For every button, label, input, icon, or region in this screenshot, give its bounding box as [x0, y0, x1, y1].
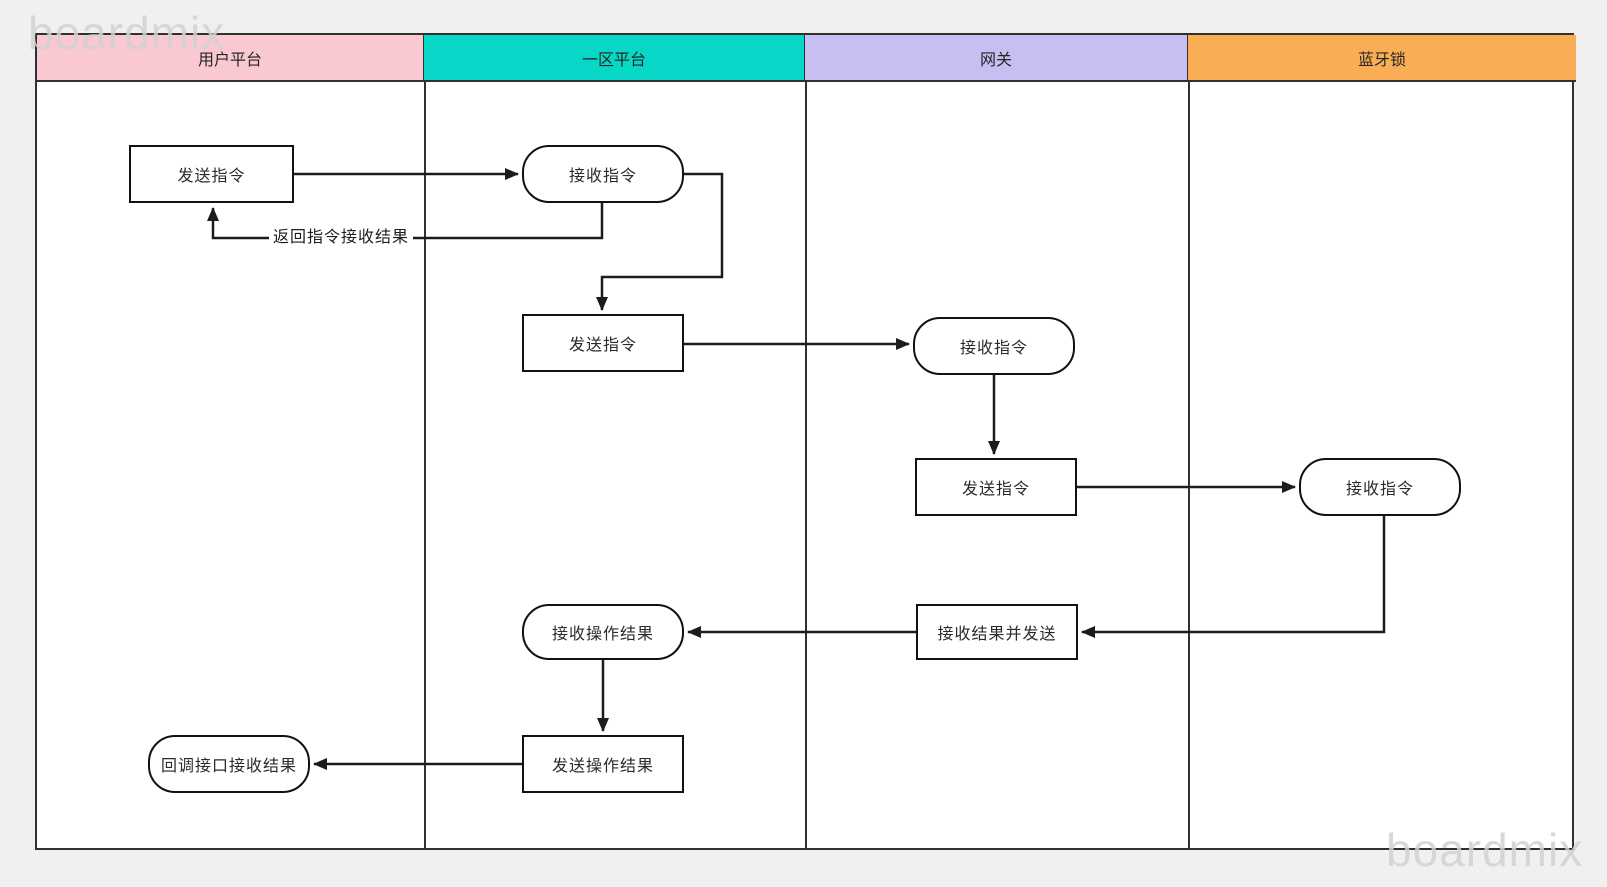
lane-gateway-label: 网关: [979, 51, 1012, 69]
node-send-command-gateway[interactable]: 发送指令: [915, 458, 1077, 516]
node-send-operation-result[interactable]: 发送操作结果: [522, 735, 684, 793]
lane-separator-2: [805, 82, 807, 848]
lane-gateway-header[interactable]: 网关: [805, 35, 1188, 82]
node-receive-command-gateway[interactable]: 接收指令: [913, 317, 1075, 375]
edge-return-command-receive-result-label: 返回指令接收结果: [268, 227, 414, 249]
node-send-command-user[interactable]: 发送指令: [129, 145, 294, 203]
lane-zone1-platform-label: 一区平台: [581, 51, 646, 69]
lane-bluetooth-lock-label: 蓝牙锁: [1357, 51, 1406, 69]
lane-zone1-platform-header[interactable]: 一区平台: [424, 35, 805, 82]
node-receive-operation-result[interactable]: 接收操作结果: [522, 604, 684, 660]
node-send-command-zone1[interactable]: 发送指令: [522, 314, 684, 372]
node-receive-command-zone1[interactable]: 接收指令: [522, 145, 684, 203]
lane-user-platform-header[interactable]: 用户平台: [37, 35, 424, 82]
lane-separator-1: [424, 82, 426, 848]
lane-bluetooth-lock-header[interactable]: 蓝牙锁: [1188, 35, 1576, 82]
node-receive-command-lock[interactable]: 接收指令: [1299, 458, 1461, 516]
lane-separator-3: [1188, 82, 1190, 848]
node-callback-receive-result[interactable]: 回调接口接收结果: [148, 735, 310, 793]
lane-user-platform-label: 用户平台: [197, 51, 262, 69]
node-receive-result-and-send[interactable]: 接收结果并发送: [916, 604, 1078, 660]
